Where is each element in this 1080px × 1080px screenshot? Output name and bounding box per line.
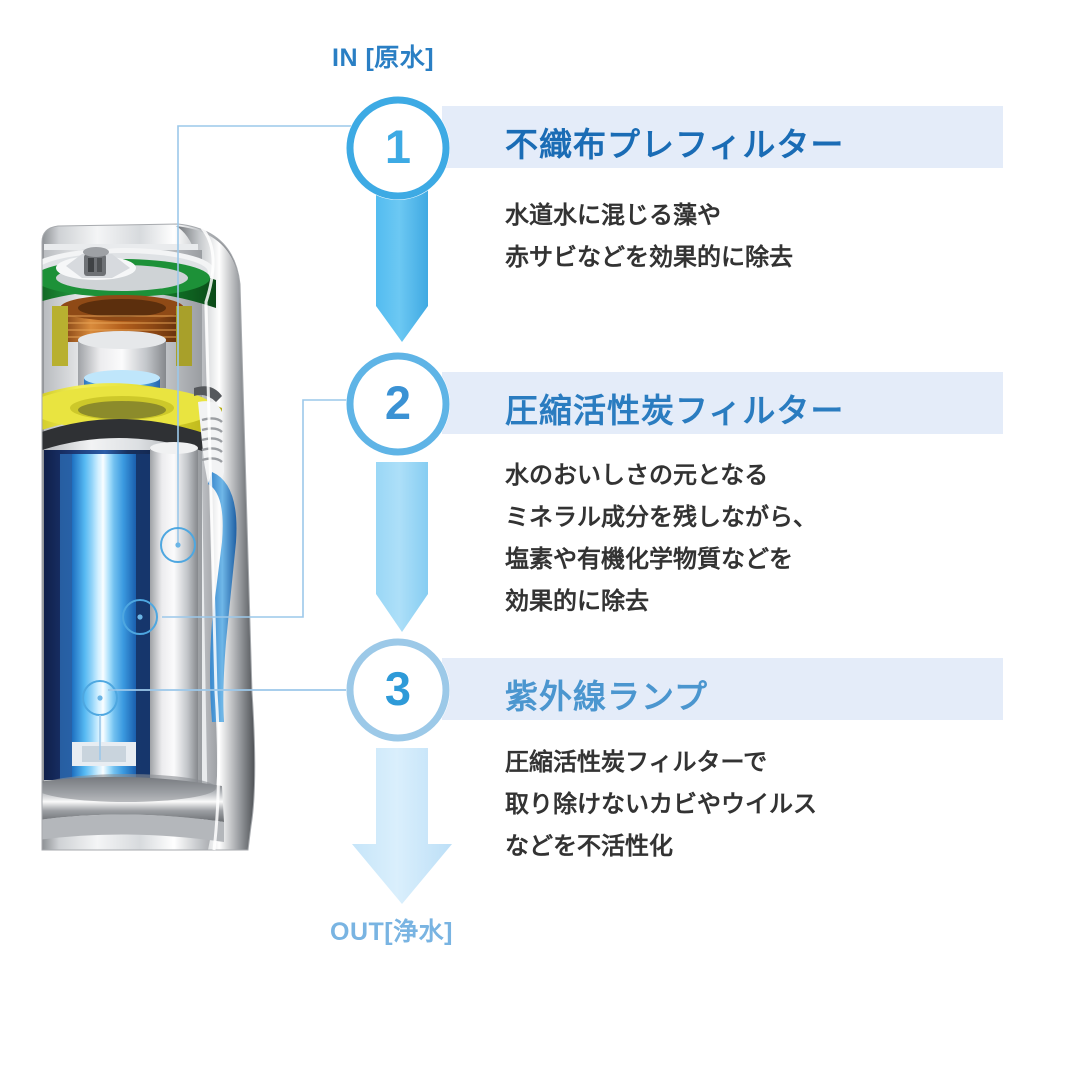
prefilter-callout-dot — [160, 527, 196, 563]
step-title-3: 紫外線ランプ — [505, 678, 709, 715]
step-number-1: 1 — [384, 119, 412, 173]
step-number-2: 2 — [384, 375, 412, 429]
carbon-filter-callout-dot — [122, 599, 158, 635]
step-title-1: 不織布プレフィルター — [505, 126, 845, 163]
step-body-1: 水道水に混じる藻や 赤サビなどを効果的に除去 — [505, 202, 793, 271]
step-number-1-wrap: 1 — [346, 96, 450, 200]
step-body-2: 水のおいしさの元となる ミネラル成分を残しながら、 塩素や有機化学物質などを 効… — [505, 462, 817, 615]
step-number-3: 3 — [384, 661, 412, 715]
step-number-circle-3 — [346, 638, 450, 742]
step-number-3-wrap: 3 — [346, 638, 450, 742]
flow-arrow-1 — [376, 188, 428, 342]
inlet-label: IN [原水] — [332, 44, 435, 72]
step-band-3 — [442, 658, 1003, 720]
step-number-circle-2 — [346, 352, 450, 456]
step-number-2-wrap: 2 — [346, 352, 450, 456]
step-title-2: 圧縮活性炭フィルター — [505, 392, 845, 429]
step-band-1 — [442, 106, 1003, 168]
step-number-circle-1 — [346, 96, 450, 200]
step-band-2 — [442, 372, 1003, 434]
outlet-label: OUT[浄水] — [330, 918, 453, 946]
step-body-3: 圧縮活性炭フィルターで 取り除けないカビやウイルス などを不活性化 — [505, 749, 817, 860]
flow-arrow-3 — [352, 748, 452, 904]
flow-arrow-2 — [376, 462, 428, 632]
